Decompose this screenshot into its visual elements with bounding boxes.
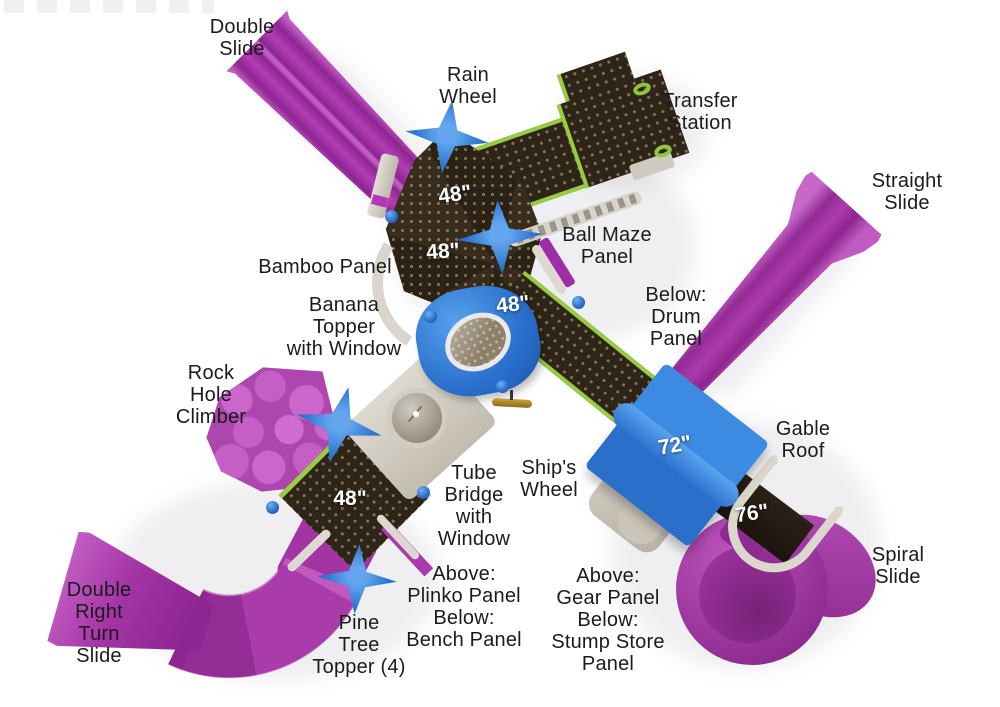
dimension-label-deck-d: 48" <box>333 487 367 510</box>
spiral-slide-bowl <box>699 546 796 643</box>
connector-knob <box>266 501 279 514</box>
dimension-label-deck-a: 48" <box>436 180 474 209</box>
label-straight-slide: Straight Slide <box>871 170 943 214</box>
label-gear-stump-panels: Above: Gear Panel Below: Stump Store Pan… <box>551 565 665 675</box>
dimension-label-walkway: 76" <box>733 499 771 528</box>
label-rain-wheel: Rain Wheel <box>439 64 497 108</box>
label-ships-wheel: Ship's Wheel <box>520 457 578 501</box>
connector-knob <box>424 310 437 323</box>
label-plinko-bench-panels: Above: Plinko Panel Below: Bench Panel <box>406 563 522 651</box>
label-ball-maze-panel: Ball Maze Panel <box>562 224 652 268</box>
label-pine-tree-topper: Pine Tree Topper (4) <box>312 612 406 678</box>
label-rock-hole-climber: Rock Hole Climber <box>175 362 247 428</box>
ships-wheel-pin <box>510 390 513 400</box>
label-spiral-slide: Spiral Slide <box>871 544 925 588</box>
label-gable-roof: Gable Roof <box>775 418 831 462</box>
dimension-label-deck-c: 48" <box>495 291 531 318</box>
label-banana-topper: Banana Topper with Window <box>286 294 402 360</box>
label-transfer-station: Transfer Station <box>662 90 738 134</box>
connector-knob <box>572 296 585 309</box>
label-double-right-turn-slide: Double Right Turn Slide <box>66 579 132 667</box>
watermark-fragment <box>4 0 214 13</box>
label-double-slide: Double Slide <box>209 16 275 60</box>
label-bamboo-panel: Bamboo Panel <box>258 256 392 278</box>
label-below-drum-panel: Below: Drum Panel <box>645 284 707 350</box>
dimension-label-deck-b: 48" <box>425 238 461 265</box>
label-tube-bridge: Tube Bridge with Window <box>437 462 511 550</box>
connector-knob <box>385 210 398 223</box>
connector-knob <box>417 486 430 499</box>
tube-window <box>387 388 447 448</box>
tube-window-dot <box>413 411 419 417</box>
connector-knob <box>496 380 509 393</box>
